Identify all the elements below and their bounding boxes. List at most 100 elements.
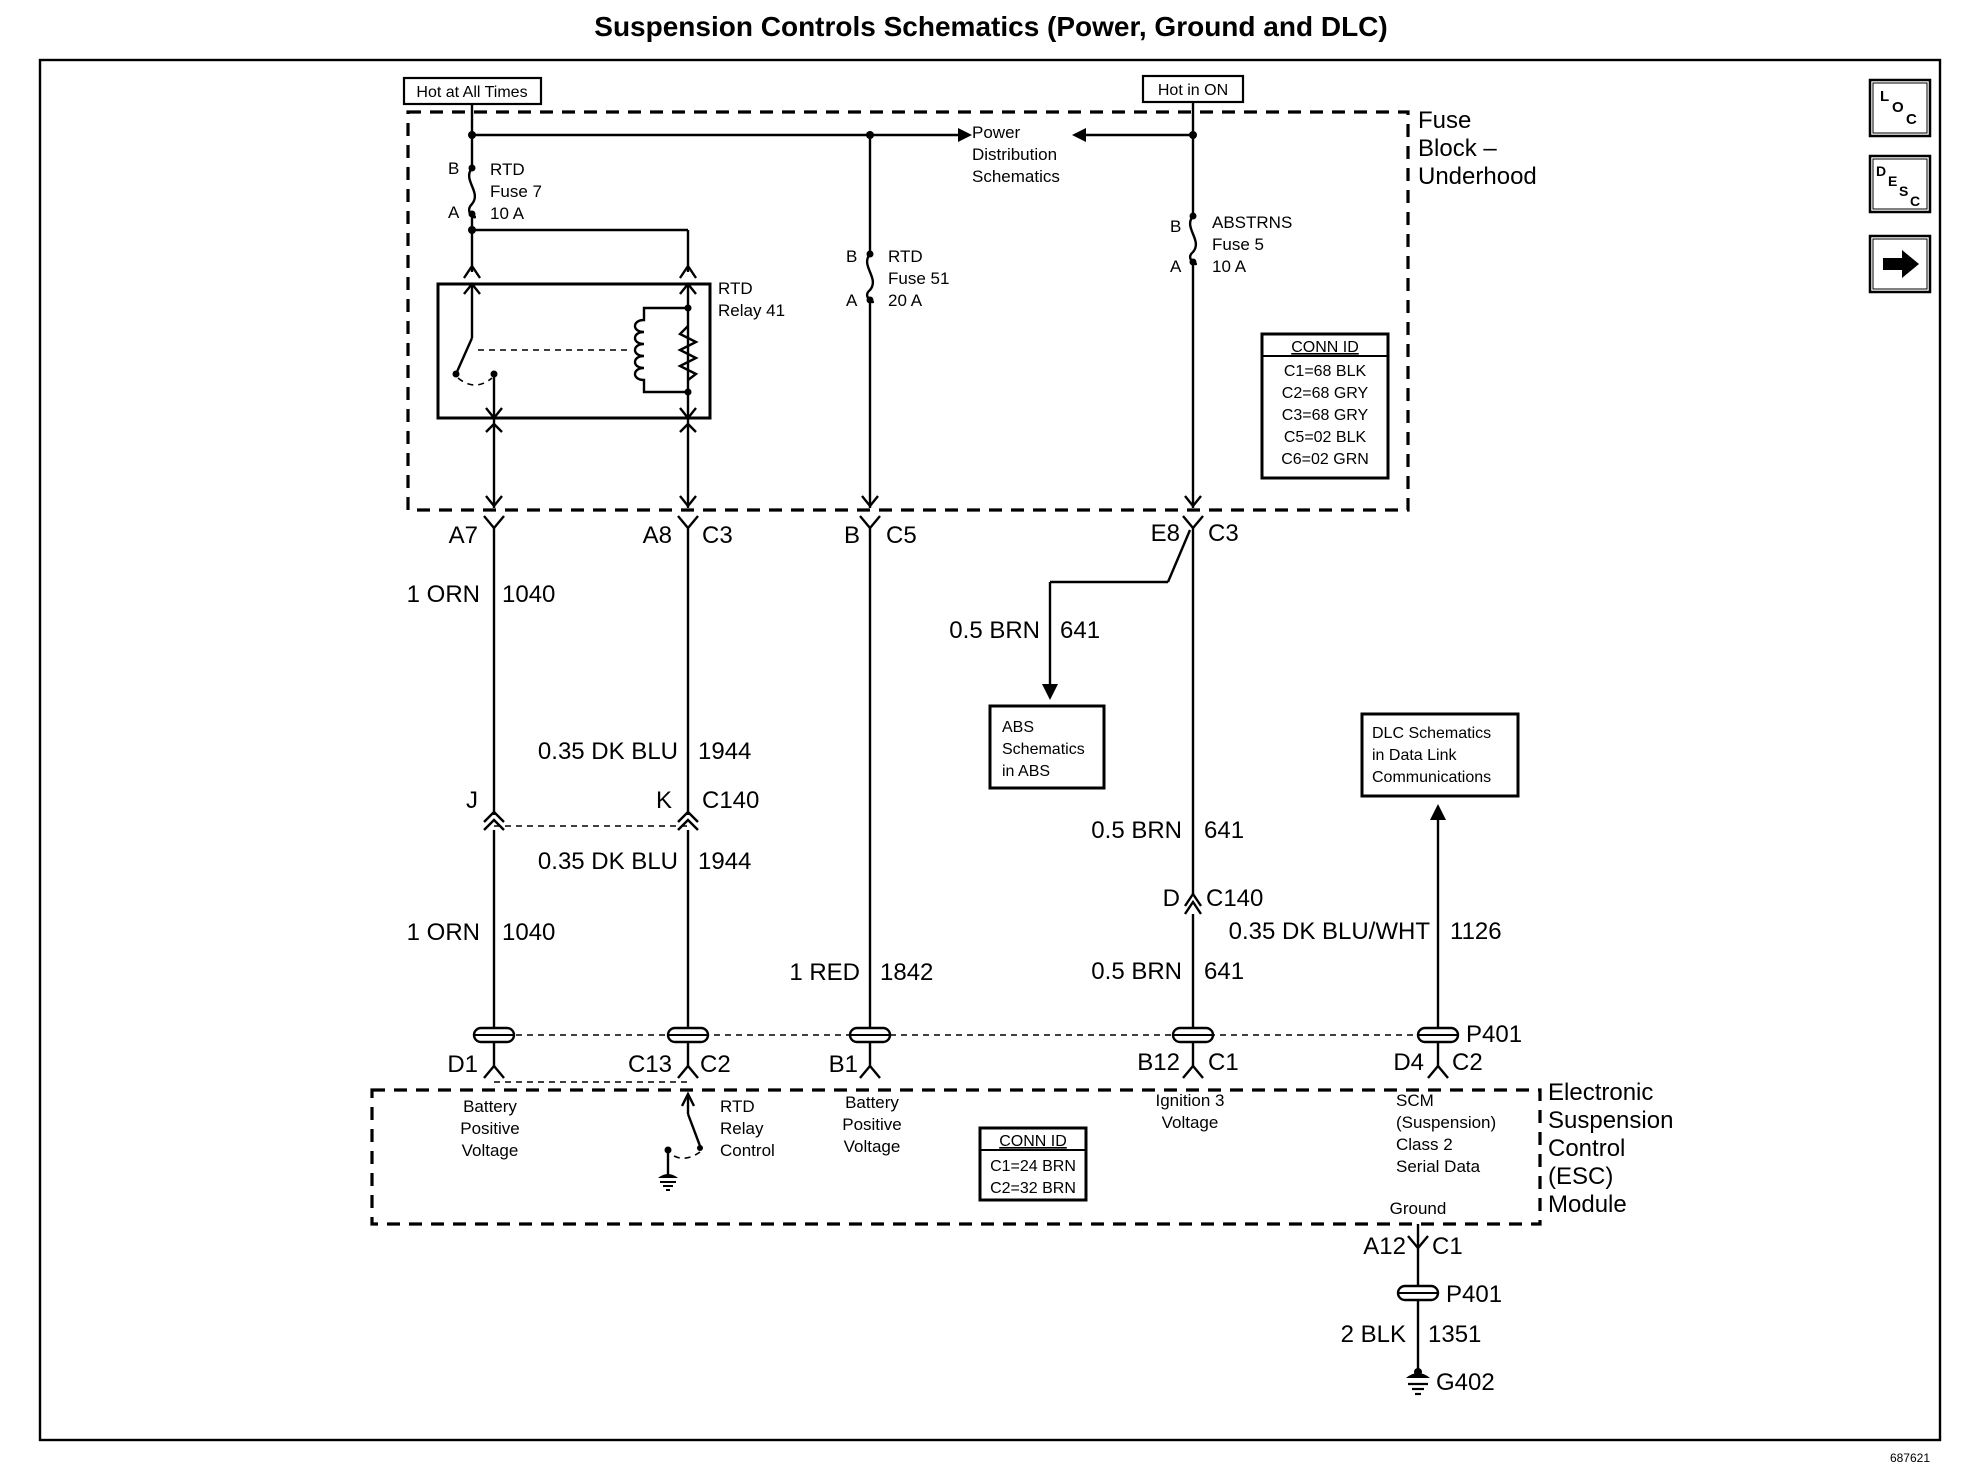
wire-gauge-641-abs: 0.5 BRN	[949, 617, 1040, 644]
fuse-block-conn-id-table: CONN ID C1=68 BLK C2=68 GRY C3=68 GRY C5…	[1260, 332, 1390, 480]
esc-pin-label-d1: Battery Positive Voltage	[460, 1097, 520, 1160]
wire-gauge-1351: 2 BLK	[1341, 1321, 1406, 1348]
wire-circuit-1040-lower: 1040	[502, 919, 555, 946]
esc-module-name: Electronic Suspension Control (ESC) Modu…	[1548, 1079, 1673, 1218]
svg-text:L: L	[1880, 88, 1889, 105]
svg-text:C: C	[1910, 193, 1920, 209]
svg-text:Fuse 7: Fuse 7	[490, 182, 542, 201]
esc-connectors: D1 C13 C2 B1 B12 C1 D4 C2	[447, 1049, 1483, 1079]
desc-button[interactable]: D E S C	[1868, 154, 1932, 214]
ground-g402-icon	[1406, 1368, 1430, 1396]
svg-text:ABSTRNS: ABSTRNS	[1212, 213, 1292, 232]
svg-text:Relay: Relay	[720, 1119, 764, 1138]
rtd-relay-41: RTD Relay 41	[436, 279, 785, 420]
svg-text:C2: C2	[700, 1051, 731, 1078]
svg-text:in Data Link: in Data Link	[1372, 747, 1457, 764]
rtd-fuse-51: B A RTD Fuse 51 20 A	[846, 247, 949, 310]
svg-text:P401: P401	[1466, 1021, 1522, 1048]
svg-text:C1=24 BRN: C1=24 BRN	[990, 1158, 1076, 1175]
svg-text:Fuse 5: Fuse 5	[1212, 235, 1264, 254]
svg-text:C1: C1	[1432, 1233, 1463, 1260]
svg-text:in ABS: in ABS	[1002, 763, 1050, 780]
svg-text:D1: D1	[447, 1051, 478, 1078]
svg-text:A: A	[846, 291, 858, 310]
svg-text:SCM: SCM	[1396, 1091, 1434, 1110]
page-title: Suspension Controls Schematics (Power, G…	[594, 11, 1387, 42]
svg-text:P401: P401	[1446, 1281, 1502, 1308]
svg-text:Relay 41: Relay 41	[718, 301, 785, 320]
svg-text:C3=68 GRY: C3=68 GRY	[1282, 407, 1369, 424]
wire-circuit-1040-upper: 1040	[502, 581, 555, 608]
fuse-block-name: Fuse Block – Underhood	[1418, 107, 1537, 190]
svg-text:A12: A12	[1363, 1233, 1406, 1260]
esc-ground-label: Ground	[1390, 1199, 1447, 1218]
svg-text:20 A: 20 A	[888, 291, 923, 310]
next-button[interactable]	[1868, 234, 1932, 294]
wire-gauge-641-lower: 0.5 BRN	[1091, 958, 1182, 985]
arrow-right-icon	[1883, 250, 1919, 278]
wire-circuit-641-mid: 641	[1204, 817, 1244, 844]
hot-in-on-label: Hot in ON	[1158, 82, 1228, 99]
rtd-relay-control-switch: RTD Relay Control	[658, 1091, 775, 1191]
svg-text:DLC Schematics: DLC Schematics	[1372, 725, 1491, 742]
svg-text:Electronic: Electronic	[1548, 1079, 1653, 1106]
wire-gauge-1944-lower: 0.35 DK BLU	[538, 848, 678, 875]
svg-text:RTD: RTD	[490, 160, 525, 179]
desc-icon: D E S C	[1876, 163, 1920, 209]
svg-text:A: A	[448, 203, 460, 222]
svg-text:B12: B12	[1137, 1049, 1180, 1076]
loc-button[interactable]: L O C	[1868, 78, 1932, 138]
svg-text:J: J	[466, 787, 478, 814]
svg-text:Underhood: Underhood	[1418, 163, 1537, 190]
svg-text:C3: C3	[702, 522, 733, 549]
svg-text:Suspension: Suspension	[1548, 1107, 1673, 1134]
p401-ground-connector: P401	[1396, 1281, 1502, 1308]
p401-connector: P401	[472, 1021, 1522, 1048]
svg-text:C1=68 BLK: C1=68 BLK	[1284, 363, 1367, 380]
svg-text:C140: C140	[1206, 885, 1263, 912]
wire-gauge-1040-upper: 1 ORN	[407, 581, 480, 608]
svg-text:D: D	[1876, 163, 1886, 179]
ground-icon	[658, 1174, 678, 1191]
svg-text:ABS: ABS	[1002, 719, 1034, 736]
svg-text:C5=02 BLK: C5=02 BLK	[1284, 429, 1367, 446]
svg-text:C140: C140	[702, 787, 759, 814]
svg-text:C2=32 BRN: C2=32 BRN	[990, 1180, 1076, 1197]
esc-pin-label-b12: Ignition 3 Voltage	[1156, 1091, 1225, 1132]
abstrns-fuse-5: B A ABSTRNS Fuse 5 10 A	[1170, 212, 1292, 276]
fuse-block-outline	[406, 110, 1410, 512]
svg-text:A8: A8	[643, 522, 672, 549]
wire-circuit-1842: 1842	[880, 959, 933, 986]
svg-text:A7: A7	[449, 522, 478, 549]
svg-text:Schematics: Schematics	[972, 167, 1060, 186]
svg-text:B: B	[1170, 217, 1181, 236]
wire-gauge-1040-lower: 1 ORN	[407, 919, 480, 946]
svg-text:Positive: Positive	[842, 1115, 902, 1134]
svg-text:Serial Data: Serial Data	[1396, 1157, 1481, 1176]
svg-text:Fuse: Fuse	[1418, 107, 1471, 134]
svg-text:C3: C3	[1208, 520, 1239, 547]
wire-gauge-1842: 1 RED	[789, 959, 860, 986]
wire-circuit-641-abs: 641	[1060, 617, 1100, 644]
svg-text:Positive: Positive	[460, 1119, 520, 1138]
svg-text:Block –: Block –	[1418, 135, 1497, 162]
svg-text:RTD: RTD	[888, 247, 923, 266]
svg-text:B: B	[844, 522, 860, 549]
svg-text:S: S	[1899, 183, 1908, 199]
rtd-fuse-7: B A RTD Fuse 7 10 A	[448, 159, 542, 223]
svg-text:Distribution: Distribution	[972, 145, 1057, 164]
svg-text:B: B	[846, 247, 857, 266]
hot-at-all-times-box	[402, 76, 543, 106]
fuse-block-connectors: A7 A8 C3 B C5 E8 C3	[449, 515, 1239, 549]
svg-text:D4: D4	[1393, 1049, 1424, 1076]
ground-g402-label: G402	[1436, 1369, 1495, 1396]
svg-text:Schematics: Schematics	[1002, 741, 1085, 758]
abs-schematics-box: ABS Schematics in ABS	[988, 704, 1106, 790]
svg-text:CONN ID: CONN ID	[1291, 339, 1359, 356]
wire-circuit-1944-lower: 1944	[698, 848, 751, 875]
power-distribution-ref: Power Distribution Schematics	[972, 123, 1060, 186]
svg-text:E8: E8	[1151, 520, 1180, 547]
svg-text:C2: C2	[1452, 1049, 1483, 1076]
svg-text:Class 2: Class 2	[1396, 1135, 1453, 1154]
